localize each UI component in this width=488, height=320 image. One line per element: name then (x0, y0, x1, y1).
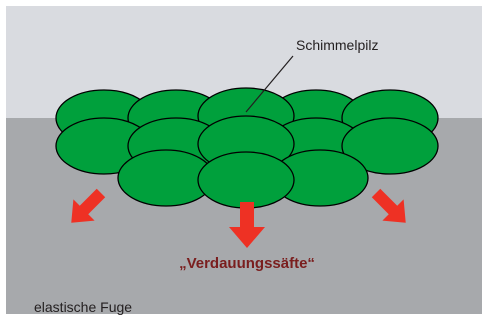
joint-label: elastische Fuge (34, 299, 132, 315)
mold-cell (198, 152, 294, 208)
digestive-juices-label: „Verdauungssäfte“ (179, 255, 315, 272)
mold-label: Schimmelpilz (296, 37, 378, 53)
